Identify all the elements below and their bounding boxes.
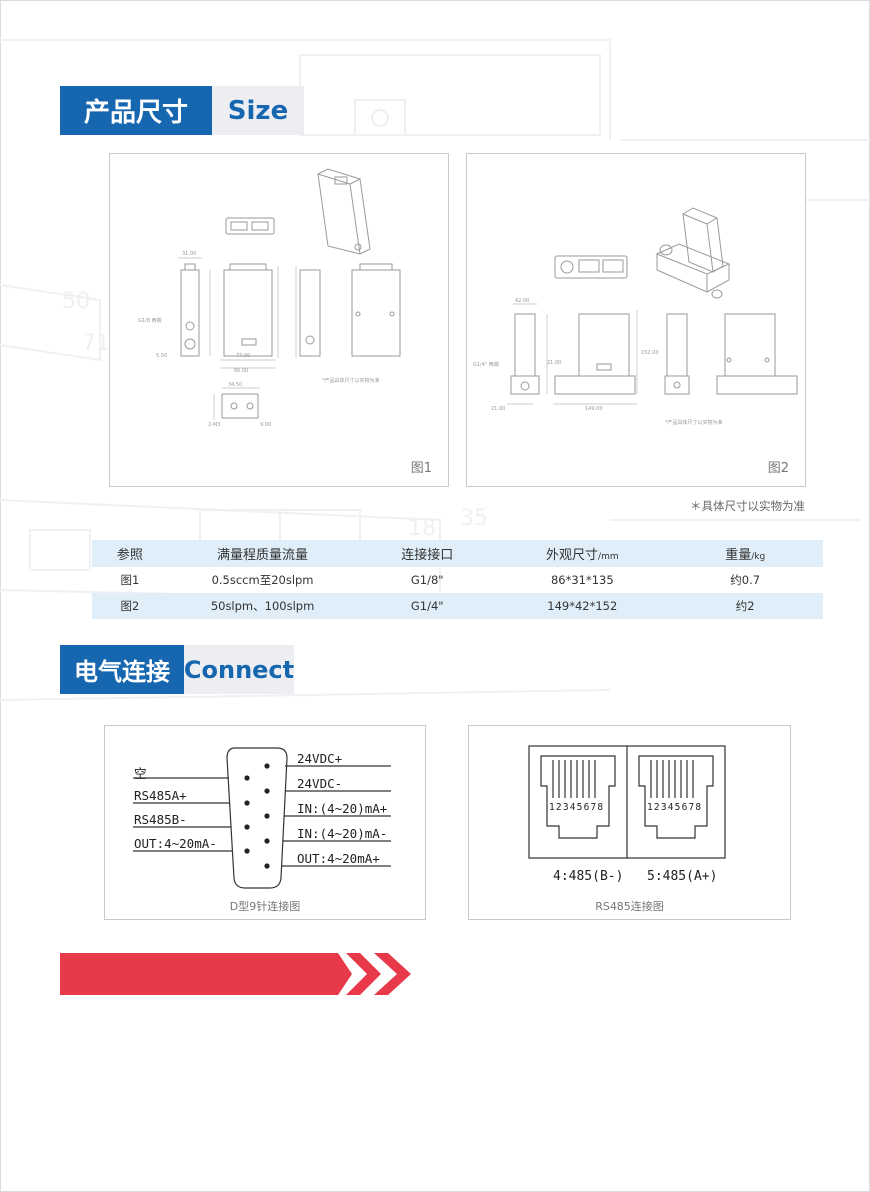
rs485-jack-drawing (528, 745, 726, 859)
figure-1-box: 31.00 G1/8 两端 5.50 77.00 86.00 *产品具体尺寸以实… (109, 153, 449, 487)
figure-1-drawing: 31.00 G1/8 两端 5.50 77.00 86.00 *产品具体尺寸以实… (138, 168, 401, 428)
size-section-header: 产品尺寸 Size (60, 86, 304, 135)
svg-text:2-M3: 2-M3 (208, 422, 220, 428)
pin-label-in-plus: IN:(4~20)mA+ (297, 801, 388, 816)
red-arrow-banner (60, 953, 411, 995)
rs485-caption: RS485连接图 (595, 900, 664, 913)
svg-text:50: 50 (62, 289, 90, 314)
svg-text:*产品具体尺寸以实物为准: *产品具体尺寸以实物为准 (322, 377, 380, 384)
svg-text:149.00: 149.00 (585, 406, 603, 412)
pin-label-rs485b: RS485B- (134, 812, 187, 827)
table-cell: G1/4" (357, 593, 498, 619)
svg-text:21.00: 21.00 (491, 406, 505, 412)
size-note: ＊具体尺寸以实物为准 (690, 499, 805, 513)
svg-text:21.00: 21.00 (547, 360, 561, 366)
spec-table: 参照 满量程质量流量 连接接口 外观尺寸/mm 重量/kg 图1 0.5sccm… (92, 540, 823, 619)
table-cell: 50slpm、100slpm (167, 593, 358, 619)
svg-text:9.00: 9.00 (260, 422, 271, 428)
right-jack-label: 5:485(A+) (647, 869, 718, 884)
svg-text:G1/8 两端: G1/8 两端 (138, 317, 162, 324)
background-blueprint: 50 71 18 35 (0, 39, 870, 701)
header-port: 连接接口 (357, 540, 498, 567)
table-cell: 图1 (120, 573, 140, 587)
table-cell: 图2 (92, 593, 168, 619)
figure-2-drawing: 42.00 G1/4" 两端 21.00 21.00 149.00 152.00… (473, 207, 798, 426)
svg-text:77.00: 77.00 (236, 353, 250, 359)
svg-text:31.00: 31.00 (182, 251, 196, 257)
table-row: 图1 0.5sccm至20slpm G1/8" 86*31*135 约0.7 (92, 567, 823, 593)
dsub-connector-drawing (133, 747, 391, 889)
dsub-diagram-box: 空 RS485A+ RS485B- OUT:4~20mA- 24VDC+ 24V… (104, 725, 426, 920)
pin-label-24v-plus: 24VDC+ (297, 751, 343, 766)
table-cell: G1/8" (410, 573, 444, 587)
svg-text:18: 18 (408, 516, 436, 541)
svg-text:42.00: 42.00 (515, 298, 529, 304)
table-cell: 0.5sccm至20slpm (211, 573, 314, 587)
connect-section-header: 电气连接 Connect (60, 645, 294, 694)
pin-label-24v-minus: 24VDC- (297, 776, 343, 791)
left-jack-label: 4:485(B-) (553, 869, 624, 884)
svg-text:152.00: 152.00 (641, 350, 659, 356)
figure-2-box: 42.00 G1/4" 两端 21.00 21.00 149.00 152.00… (466, 153, 806, 487)
svg-text:86.00: 86.00 (234, 368, 248, 374)
table-cell: 约0.7 (730, 573, 761, 587)
header-weight: 重量/kg (667, 540, 823, 567)
svg-text:*产品具体尺寸以实物为准: *产品具体尺寸以实物为准 (665, 419, 723, 426)
svg-text:71: 71 (82, 331, 110, 356)
right-jack-pin-numbers: 12345678 (647, 802, 703, 813)
pin-label-rs485a: RS485A+ (134, 788, 187, 803)
pin-label-out-minus: OUT:4~20mA- (134, 836, 217, 851)
dsub-caption: D型9针连接图 (229, 900, 301, 913)
header-flow: 满量程质量流量 (167, 540, 358, 567)
table-cell: 86*31*135 (550, 573, 614, 587)
svg-text:G1/4" 两端: G1/4" 两端 (473, 361, 499, 368)
size-title-cn: 产品尺寸 (60, 86, 212, 135)
header-dimensions: 外观尺寸/mm (497, 540, 668, 567)
connect-title-cn: 电气连接 (60, 645, 184, 694)
table-cell: 149*42*152 (497, 593, 668, 619)
header-ref: 参照 (92, 540, 168, 567)
size-title-en: Size (212, 86, 304, 135)
table-cell: 约2 (667, 593, 823, 619)
left-jack-pin-numbers: 12345678 (549, 802, 605, 813)
table-header-row: 参照 满量程质量流量 连接接口 外观尺寸/mm 重量/kg (92, 540, 823, 567)
pin-label-in-minus: IN:(4~20)mA- (297, 826, 388, 841)
figure-1-label: 图1 (410, 461, 432, 476)
figure-2-label: 图2 (767, 461, 789, 476)
svg-text:5.50: 5.50 (156, 353, 167, 359)
svg-text:34.50: 34.50 (228, 382, 242, 388)
table-row: 图2 50slpm、100slpm G1/4" 149*42*152 约2 (92, 593, 823, 619)
pin-label-out-plus: OUT:4~20mA+ (297, 851, 380, 866)
svg-text:35: 35 (460, 506, 488, 531)
rs485-diagram-box: 12345678 12345678 4:485(B-) 5:485(A+) RS… (468, 725, 791, 920)
connect-title-en: Connect (184, 645, 294, 694)
pin-label-empty: 空 (134, 766, 147, 781)
